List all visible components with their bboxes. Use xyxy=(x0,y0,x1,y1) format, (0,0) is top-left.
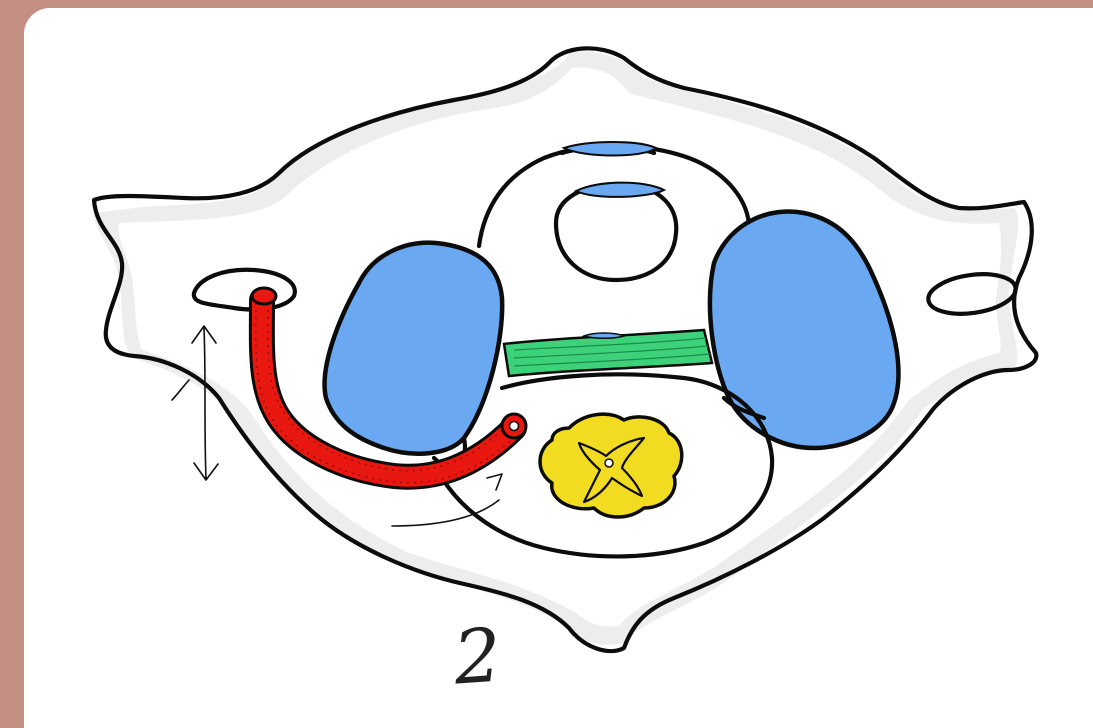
page-background: 2 xyxy=(0,0,1093,709)
anterior-arch-facet xyxy=(564,142,656,156)
vertebral-artery-lumen xyxy=(510,422,519,431)
vertebral-artery-top xyxy=(252,288,276,304)
figure-number-label: 2 xyxy=(451,618,503,695)
illustration-card: 2 xyxy=(24,8,1093,728)
central-canal xyxy=(605,459,613,467)
arrow-mark-icon xyxy=(172,380,189,400)
atlas-vertebra-illustration xyxy=(24,8,1093,728)
ligament-facet xyxy=(584,333,624,338)
